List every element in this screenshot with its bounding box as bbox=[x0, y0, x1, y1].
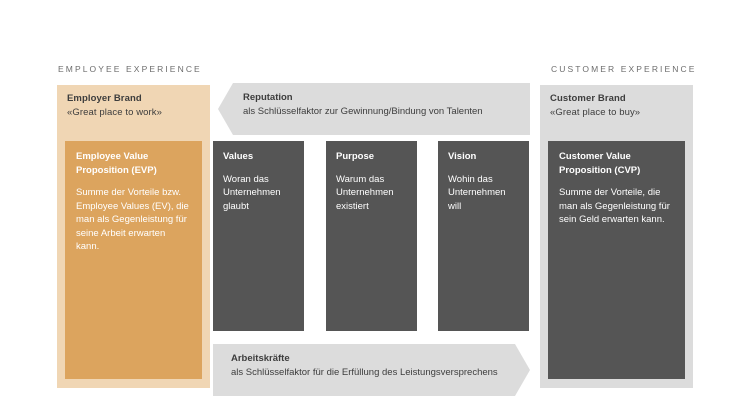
cvp-body: Summe der Vorteile, die man als Gegenlei… bbox=[559, 187, 670, 225]
customer-brand-heading: Customer Brand bbox=[550, 93, 626, 104]
employer-brand-subtitle: «Great place to work» bbox=[67, 107, 163, 118]
evp-body: Summe der Vorteile bzw. Employee Values … bbox=[76, 187, 189, 252]
pillar-purpose-title: Purpose bbox=[336, 151, 375, 162]
employee-value-proposition-card: Employee Value Proposition (EVP) Summe d… bbox=[65, 141, 202, 379]
reputation-arrow-content: Reputation als Schlüsselfaktor zur Gewin… bbox=[243, 91, 510, 119]
reputation-body: als Schlüsselfaktor zur Gewinnung/Bindun… bbox=[243, 106, 483, 117]
pillar-card-vision: Vision Wohin das Unternehmen will bbox=[438, 141, 529, 331]
section-label-customer-experience: CUSTOMER EXPERIENCE bbox=[551, 64, 697, 74]
employer-brand-panel: Employer Brand «Great place to work» Emp… bbox=[57, 85, 210, 388]
pillar-purpose-body: Warum das Unternehmen existiert bbox=[336, 173, 394, 212]
workforce-body: als Schlüsselfaktor für die Erfüllung de… bbox=[231, 367, 498, 378]
reputation-arrow-banner: Reputation als Schlüsselfaktor zur Gewin… bbox=[218, 83, 530, 135]
customer-brand-subtitle: «Great place to buy» bbox=[550, 107, 641, 118]
cvp-title: Customer Value Proposition (CVP) bbox=[559, 151, 641, 176]
workforce-arrow-banner: Arbeitskräfte als Schlüsselfaktor für di… bbox=[213, 344, 530, 396]
workforce-title: Arbeitskräfte bbox=[231, 353, 290, 364]
reputation-title: Reputation bbox=[243, 92, 293, 103]
customer-brand-panel: Customer Brand «Great place to buy» Cust… bbox=[540, 85, 693, 388]
pillar-vision-title: Vision bbox=[448, 151, 477, 162]
customer-value-proposition-card: Customer Value Proposition (CVP) Summe d… bbox=[548, 141, 685, 379]
pillar-vision-body: Wohin das Unternehmen will bbox=[448, 173, 506, 212]
pillar-values-title: Values bbox=[223, 151, 254, 162]
workforce-arrow-content: Arbeitskräfte als Schlüsselfaktor für di… bbox=[231, 352, 510, 380]
section-label-employee-experience: EMPLOYEE EXPERIENCE bbox=[58, 64, 202, 74]
pillar-card-purpose: Purpose Warum das Unternehmen existiert bbox=[326, 141, 417, 331]
employer-brand-heading: Employer Brand bbox=[67, 93, 142, 104]
pillar-card-values: Values Woran das Unternehmen glaubt bbox=[213, 141, 304, 331]
evp-title: Employee Value Proposition (EVP) bbox=[76, 151, 157, 176]
pillar-values-body: Woran das Unternehmen glaubt bbox=[223, 173, 281, 212]
